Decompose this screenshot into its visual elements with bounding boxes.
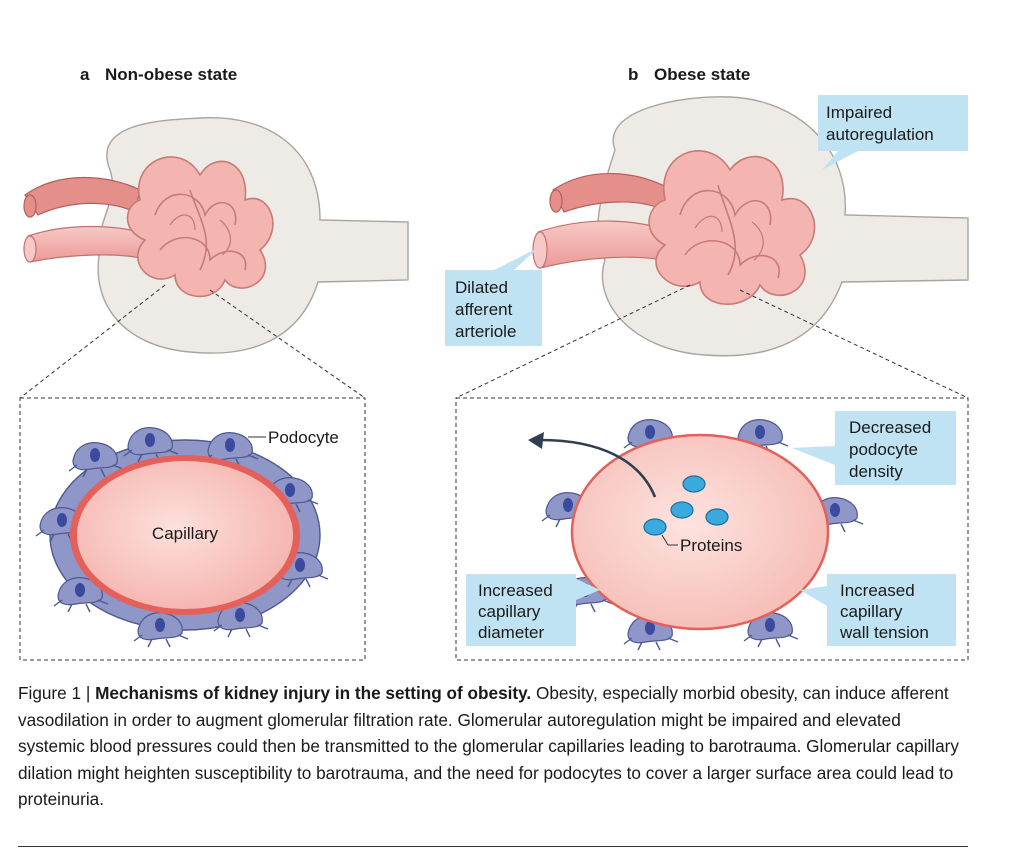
arrow-head: [528, 432, 544, 449]
callout-line: arteriole: [455, 322, 516, 341]
caption-prefix: Figure 1 |: [18, 683, 96, 703]
proteins-leader-line: [661, 534, 669, 546]
protein-dot: [643, 518, 667, 536]
zoom-lines-a: [19, 284, 366, 399]
panel-a-letter: a: [80, 65, 90, 84]
callout-line: podocyte: [849, 440, 918, 459]
proteins-label: Proteins: [680, 536, 742, 555]
panel-b: b Obese state: [445, 65, 969, 661]
protein-dot: [682, 475, 706, 493]
callout-line: Dilated: [455, 278, 508, 297]
callout-increased-capillary-diameter: Increased capillary diameter: [466, 574, 600, 646]
panel-b-title: Obese state: [654, 65, 750, 84]
callout-line: capillary: [478, 602, 541, 621]
caption-title: Mechanisms of kidney injury in the setti…: [95, 683, 532, 703]
callout-line: autoregulation: [826, 125, 934, 144]
capillary-label: Capillary: [152, 524, 219, 543]
callout-line: Decreased: [849, 418, 931, 437]
callout-dilated-afferent-arteriole: Dilated afferent arteriole: [445, 248, 542, 346]
callout-impaired-autoregulation: Impaired autoregulation: [818, 95, 968, 170]
zoom-box-b: [455, 397, 969, 661]
glomerulus-b: [532, 150, 816, 305]
panel-b-letter: b: [628, 65, 638, 84]
protein-dot: [670, 501, 694, 519]
callout-line: capillary: [840, 602, 903, 621]
callout-line: density: [849, 462, 903, 481]
callout-line: Impaired: [826, 103, 892, 122]
caption-rule: [18, 846, 968, 847]
panel-a-title: Non-obese state: [105, 65, 237, 84]
figure-diagram: a Non-obese state: [19, 65, 969, 661]
glomerulus-a: [23, 156, 274, 298]
callout-line: Increased: [478, 581, 553, 600]
zoom-box-a: [19, 397, 366, 661]
callout-increased-capillary-wall-tension: Increased capillary wall tension: [800, 574, 956, 646]
protein-leak-arrow: [539, 438, 657, 498]
caption-body: Obesity, especially morbid obesity, can …: [18, 683, 959, 809]
figure-caption: Figure 1 | Mechanisms of kidney injury i…: [18, 680, 968, 813]
capillary-cross-section-a: [35, 426, 329, 648]
protein-dot: [705, 508, 729, 526]
callout-line: afferent: [455, 300, 513, 319]
callout-line: wall tension: [839, 623, 929, 642]
callout-decreased-podocyte-density: Decreased podocyte density: [792, 411, 956, 485]
panel-a: a Non-obese state: [19, 65, 409, 661]
zoom-lines-b: [455, 284, 969, 399]
capillary-cross-section-b: [541, 418, 864, 651]
callout-line: Increased: [840, 581, 915, 600]
callout-line: diameter: [478, 623, 544, 642]
podocyte-label: Podocyte: [268, 428, 339, 447]
